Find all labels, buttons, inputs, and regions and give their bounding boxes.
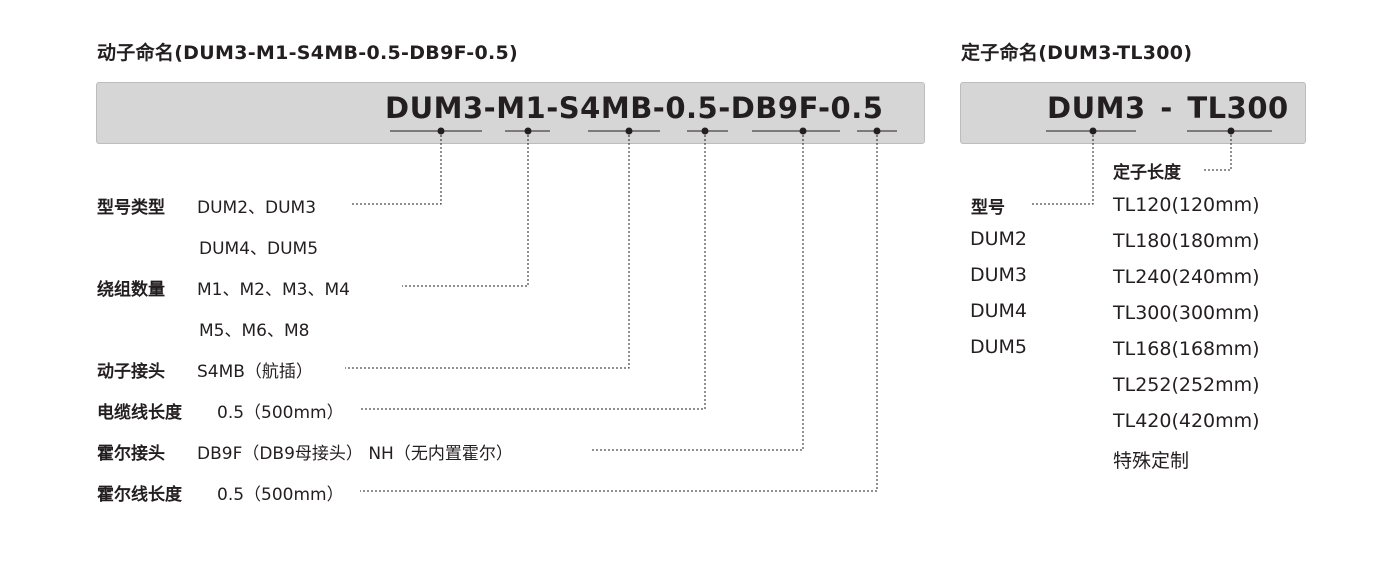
stator-length-6: TL252(252mm) — [1113, 374, 1260, 396]
stator-code: DUM3 - TL300 — [1047, 91, 1289, 125]
row-label-hall-connector: 霍尔接头 — [97, 444, 165, 464]
leader-model-type — [352, 131, 442, 205]
leader-cable-length — [360, 131, 706, 410]
stator-model-2: DUM3 — [970, 264, 1028, 286]
stator-length-label: 定子长度 — [1113, 163, 1181, 183]
row-value-model-type-2: DUM4、DUM5 — [199, 239, 319, 259]
leader-stator-model — [1030, 131, 1094, 205]
stator-title: 定子命名(DUM3-TL300) — [961, 42, 1193, 64]
stator-code-box: DUM3 - TL300 — [960, 82, 1306, 144]
row-value-hall-connector: DB9F（DB9母接头） NH（无内置霍尔） — [197, 444, 513, 464]
leader-hall-cable-length — [360, 131, 878, 492]
row-value-hall-cable-length: 0.5（500mm） — [217, 485, 344, 505]
row-value-winding-count-1: M1、M2、M3、M4 — [197, 280, 350, 300]
leader-stator-length — [1202, 131, 1232, 171]
leader-mover-connector — [345, 131, 630, 369]
stator-length-4: TL300(300mm) — [1113, 302, 1260, 324]
row-value-winding-count-2: M5、M6、M8 — [199, 321, 310, 341]
row-value-cable-length: 0.5（500mm） — [217, 403, 344, 423]
stator-length-1: TL120(120mm) — [1113, 194, 1260, 216]
mover-code-box: DUM3-M1-S4MB-0.5-DB9F-0.5 — [96, 82, 925, 144]
stator-length-2: TL180(180mm) — [1113, 230, 1260, 252]
stator-length-7: TL420(420mm) — [1113, 410, 1260, 432]
mover-code: DUM3-M1-S4MB-0.5-DB9F-0.5 — [385, 91, 884, 125]
stator-model-3: DUM4 — [970, 300, 1028, 322]
stator-model-4: DUM5 — [970, 336, 1028, 358]
stator-model-label: 型号 — [971, 198, 1005, 218]
stator-model-1: DUM2 — [970, 228, 1028, 250]
row-label-winding-count: 绕组数量 — [97, 280, 165, 300]
stator-length-5: TL168(168mm) — [1113, 338, 1260, 360]
row-value-mover-connector: S4MB（航插） — [197, 362, 313, 382]
stator-length-3: TL240(240mm) — [1113, 266, 1260, 288]
row-label-cable-length: 电缆线长度 — [97, 403, 182, 423]
leader-winding-count — [402, 131, 529, 287]
stator-length-8: 特殊定制 — [1113, 450, 1190, 472]
mover-title: 动子命名(DUM3-M1-S4MB-0.5-DB9F-0.5) — [97, 42, 519, 64]
row-label-hall-cable-length: 霍尔线长度 — [97, 485, 182, 505]
row-label-mover-connector: 动子接头 — [97, 362, 165, 382]
row-value-model-type-1: DUM2、DUM3 — [197, 198, 317, 218]
row-label-model-type: 型号类型 — [97, 198, 165, 218]
leader-hall-connector — [590, 131, 804, 451]
